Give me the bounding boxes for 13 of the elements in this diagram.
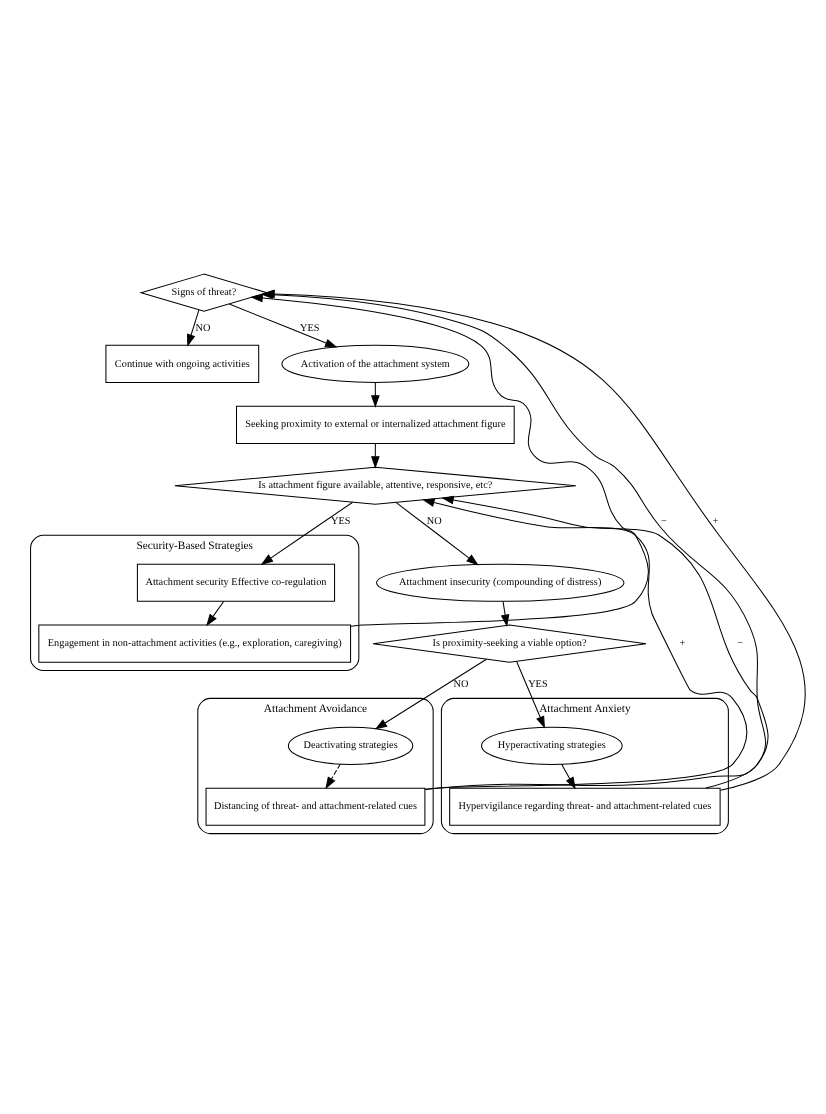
arrow <box>499 599 509 626</box>
arrow <box>394 500 478 565</box>
arrow <box>373 657 486 729</box>
arrow <box>370 381 379 407</box>
arrow <box>249 292 648 626</box>
arrow <box>560 763 575 789</box>
arrow <box>259 500 353 564</box>
arrow <box>515 660 544 728</box>
arrow <box>324 762 340 789</box>
arrow <box>227 302 337 347</box>
arrow <box>205 599 224 626</box>
arrow <box>185 308 199 346</box>
arrow <box>370 442 379 468</box>
